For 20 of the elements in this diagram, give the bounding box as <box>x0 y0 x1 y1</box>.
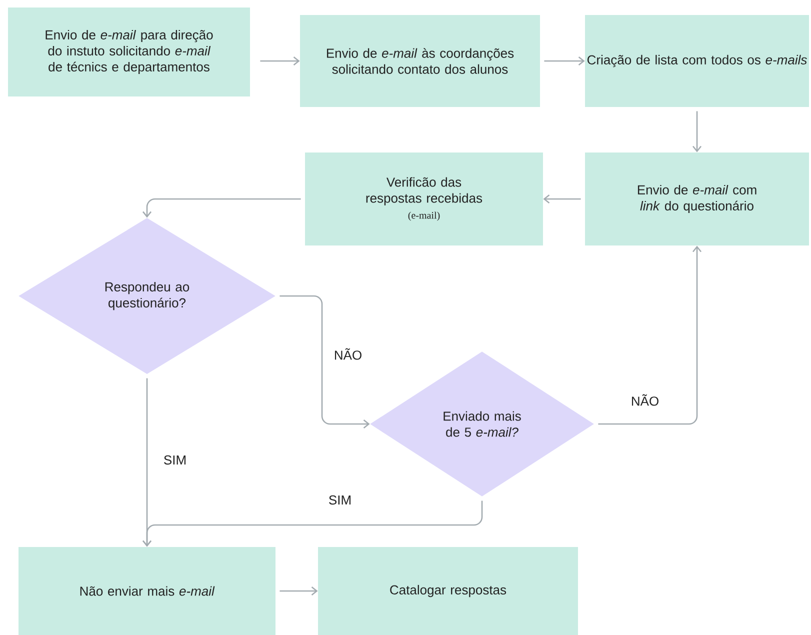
arrow <box>692 111 702 152</box>
arrow <box>598 246 702 425</box>
arrow <box>260 56 300 66</box>
process-box: Envio de e-mail para direção do instuto solicitando e-mail de técnics e departamentos <box>8 8 250 96</box>
edge-label: SIM <box>327 494 353 506</box>
arrow <box>280 295 370 429</box>
arrow <box>280 586 318 596</box>
arrow <box>142 500 483 547</box>
process-box: Catalogar respostas <box>318 547 578 635</box>
process-box: Não enviar mais e-mail <box>18 547 276 635</box>
edge-label: SIM <box>162 454 188 466</box>
arrow <box>543 194 581 204</box>
process-box: Criação de lista com todos os e-mails <box>585 15 809 107</box>
arrow <box>544 56 585 66</box>
edge-label: NÃO <box>630 393 660 407</box>
process-box: Envio de e-mail às coordanções solicitando contato dos alunos <box>300 15 540 107</box>
edge-label: NÃO <box>332 347 364 361</box>
process-box: Envio de e-mail com link do questionário <box>585 152 809 246</box>
process-box: Verificão das respostas recebidas (e-mail) <box>305 152 543 246</box>
arrow <box>142 198 301 218</box>
